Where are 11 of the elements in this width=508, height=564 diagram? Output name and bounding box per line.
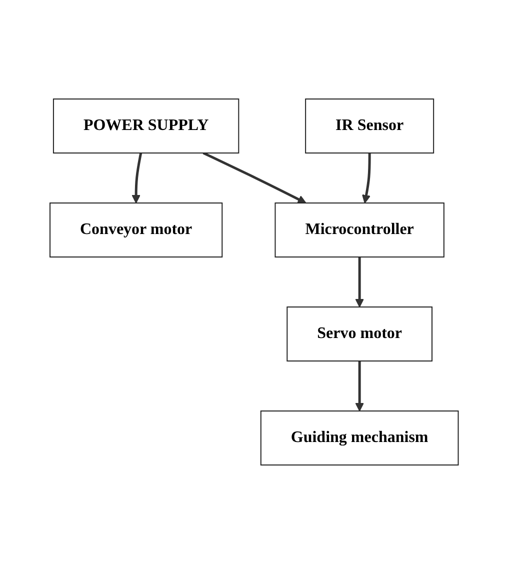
arrow bbox=[202, 152, 306, 204]
node-box: IR Sensor bbox=[304, 98, 434, 154]
arrow bbox=[132, 152, 142, 204]
arrow bbox=[355, 257, 364, 308]
node-box: Conveyor motor bbox=[49, 202, 222, 258]
node-box: Servo motor bbox=[286, 306, 432, 362]
node-box: POWER SUPPLY bbox=[52, 98, 240, 154]
node-box: Guiding mechanism bbox=[260, 410, 459, 466]
arrow bbox=[362, 153, 371, 204]
node-box: Microcontroller bbox=[274, 202, 444, 258]
arrow bbox=[355, 361, 364, 412]
